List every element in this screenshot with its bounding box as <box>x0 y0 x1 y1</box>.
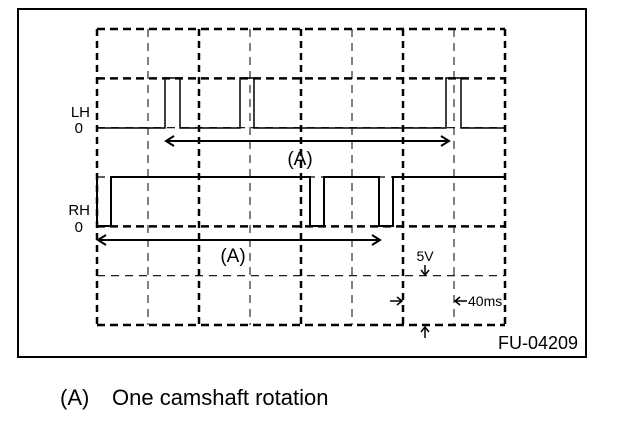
lh-channel-label: LH <box>71 104 90 121</box>
legend-text: One camshaft rotation <box>112 385 329 410</box>
voltage-scale-label: 5V <box>416 248 434 264</box>
voltage-scale-up-arrow-icon <box>420 325 430 338</box>
rh-span-label: (A) <box>220 246 245 267</box>
rh-channel-label: RH <box>68 202 90 219</box>
figure-id: FU-04209 <box>498 333 578 353</box>
voltage-scale-down-arrow-icon <box>420 265 430 277</box>
legend-key: (A) <box>60 385 90 410</box>
legend: (A) One camshaft rotation <box>60 385 328 411</box>
figure-frame <box>17 8 587 358</box>
time-scale-left-arrow-icon <box>453 296 467 306</box>
lh-span-label: (A) <box>287 149 312 170</box>
time-scale-label: 40ms <box>468 293 502 309</box>
lh-waveform <box>97 77 505 129</box>
time-scale-right-arrow-icon <box>390 296 404 306</box>
lh-rotation-span-arrow <box>164 135 451 147</box>
rh-rotation-span-arrow <box>96 234 382 246</box>
rh-zero-label: 0 <box>75 219 83 236</box>
lh-zero-label: 0 <box>75 120 83 137</box>
rh-waveform <box>96 176 505 227</box>
